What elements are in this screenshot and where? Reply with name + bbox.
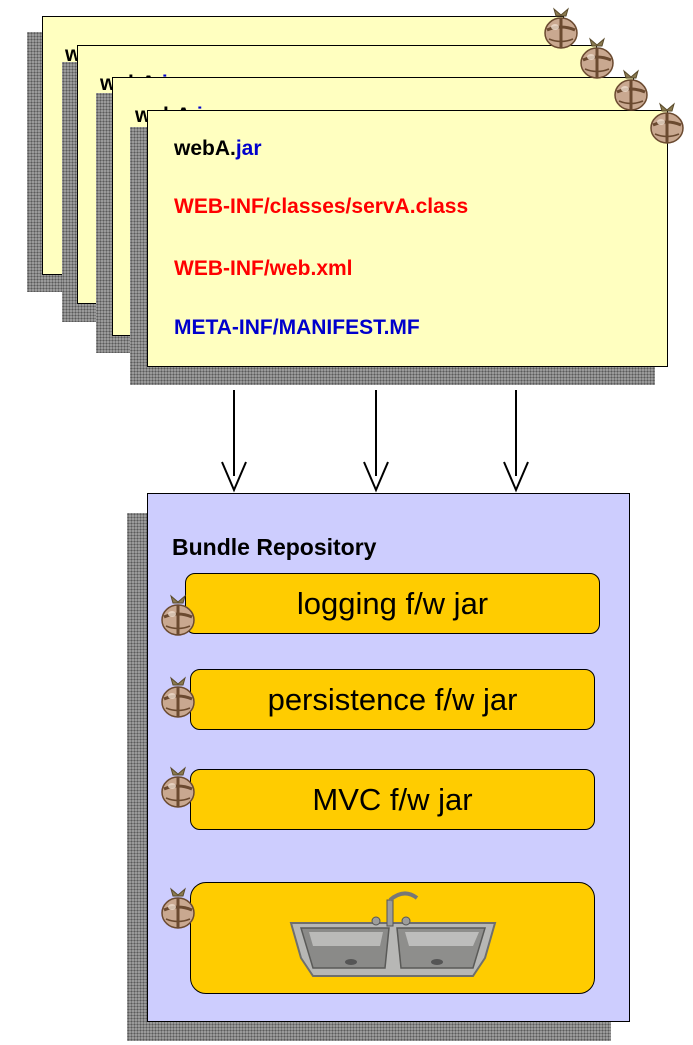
- sink-icon: [289, 891, 496, 977]
- repo-item-mvc: MVC f/w jar: [190, 769, 595, 830]
- jar-card-front: webA.jar WEB-INF/classes/servA.class WEB…: [147, 110, 668, 367]
- repo-item-sink: [190, 882, 595, 994]
- arrow-down-icon: [221, 390, 247, 493]
- bundle-icon: [160, 594, 196, 637]
- front-card-line-classes: WEB-INF/classes/servA.class: [174, 195, 469, 218]
- bundle-repository: Bundle Repository logging f/w jar persis…: [147, 493, 630, 1022]
- front-card-title: webA.jar: [174, 137, 262, 160]
- bundle-icon: [160, 887, 196, 930]
- front-card-line-webxml: WEB-INF/web.xml: [174, 257, 353, 280]
- bundle-icon: [160, 766, 196, 809]
- bundle-icon: [160, 676, 196, 719]
- repo-item-persistence: persistence f/w jar: [190, 669, 595, 730]
- repo-title: Bundle Repository: [172, 534, 377, 560]
- arrow-down-icon: [363, 390, 389, 493]
- repo-item-logging: logging f/w jar: [185, 573, 600, 634]
- arrow-down-icon: [503, 390, 529, 493]
- front-card-line-manifest: META-INF/MANIFEST.MF: [174, 316, 420, 339]
